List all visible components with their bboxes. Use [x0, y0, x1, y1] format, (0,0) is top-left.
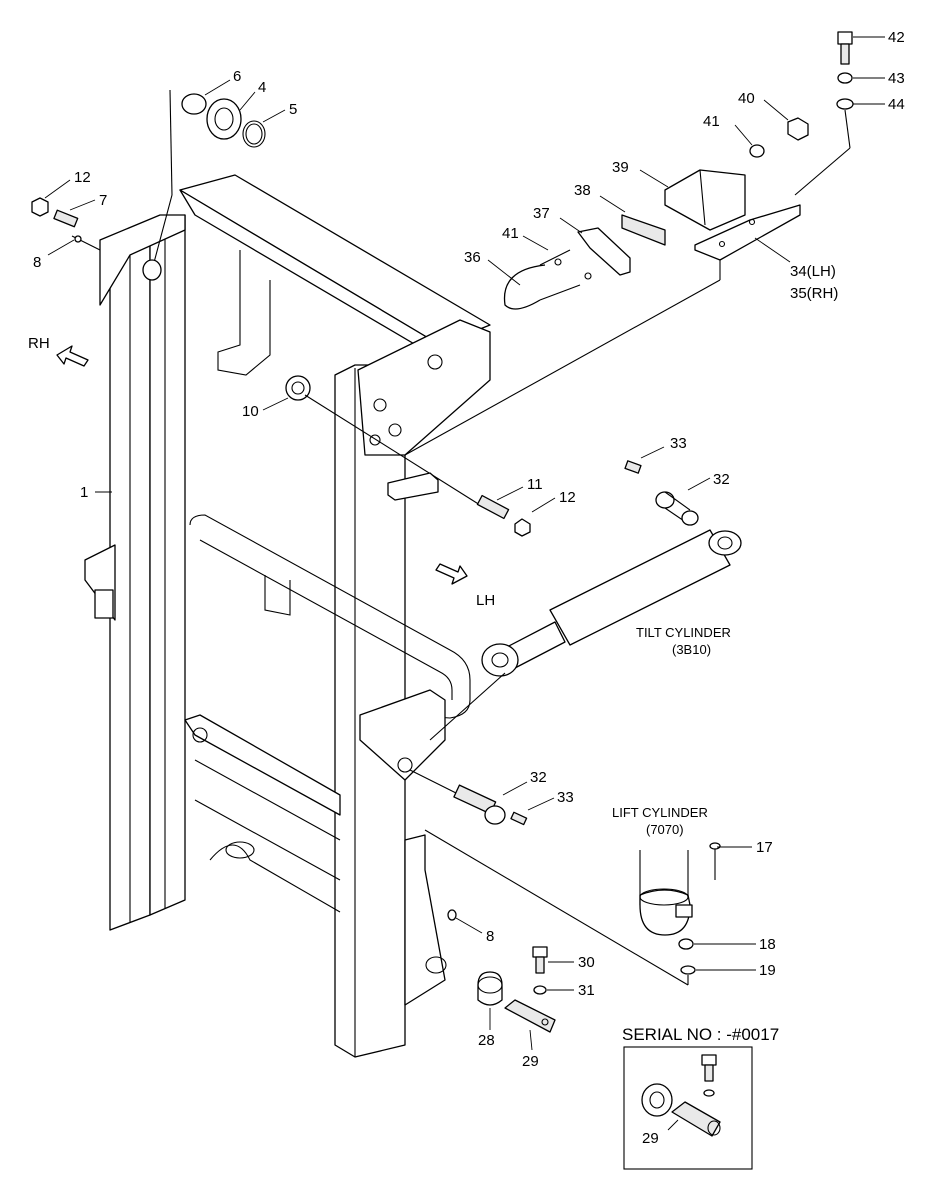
- label-40: 40: [738, 90, 755, 107]
- label-18: 18: [759, 936, 776, 953]
- label-30: 30: [578, 954, 595, 971]
- label-28: 28: [478, 1032, 495, 1049]
- roller-10: [285, 375, 531, 537]
- label-33b: 33: [557, 789, 574, 806]
- label-42: 42: [888, 29, 905, 46]
- part-numbers: 6 4 5 12 7 8 1 10 11 12 33 32 32 33 17 1…: [33, 29, 905, 1147]
- tilt-cylinder: [429, 460, 742, 741]
- label-10: 10: [242, 403, 259, 420]
- serial-label: SERIAL NO : -#0017: [622, 1025, 779, 1044]
- label-29b: 29: [642, 1130, 659, 1147]
- lift-cylinder-code: (7070): [646, 822, 684, 837]
- direction-lh: LH: [435, 563, 495, 609]
- label-43: 43: [888, 70, 905, 87]
- lift-cylinder: [424, 829, 721, 986]
- label-19: 19: [759, 962, 776, 979]
- upper-right-bracket-parts: [387, 31, 854, 501]
- label-1: 1: [80, 484, 88, 501]
- label-35: 35(RH): [790, 285, 838, 302]
- lift-cylinder-label: LIFT CYLINDER: [612, 805, 708, 820]
- label-8b: 8: [486, 928, 494, 945]
- label-7: 7: [99, 192, 107, 209]
- callouts: TILT CYLINDER (3B10) LIFT CYLINDER (7070…: [612, 625, 731, 837]
- lower-pin-32: [409, 769, 528, 826]
- label-41b: 41: [703, 113, 720, 130]
- label-44: 44: [888, 96, 905, 113]
- serial-inset: SERIAL NO : -#0017: [622, 1025, 779, 1170]
- label-29a: 29: [522, 1053, 539, 1070]
- label-41a: 41: [502, 225, 519, 242]
- label-5: 5: [289, 101, 297, 118]
- lower-parts: [447, 909, 556, 1033]
- label-6: 6: [233, 68, 241, 85]
- lh-label: LH: [476, 592, 495, 609]
- label-38: 38: [574, 182, 591, 199]
- label-17: 17: [756, 839, 773, 856]
- label-39: 39: [612, 159, 629, 176]
- rh-label: RH: [28, 335, 50, 352]
- label-36: 36: [464, 249, 481, 266]
- label-4: 4: [258, 79, 266, 96]
- leader-lines: [44, 36, 885, 1131]
- label-33a: 33: [670, 435, 687, 452]
- direction-rh: RH: [28, 335, 89, 367]
- label-31: 31: [578, 982, 595, 999]
- label-32b: 32: [530, 769, 547, 786]
- upper-left-parts: [31, 89, 266, 281]
- label-37: 37: [533, 205, 550, 222]
- tilt-cylinder-label: TILT CYLINDER: [636, 625, 731, 640]
- mast-frame: [84, 174, 491, 1058]
- tilt-cylinder-code: (3B10): [672, 642, 711, 657]
- label-34: 34(LH): [790, 263, 836, 280]
- label-12a: 12: [74, 169, 91, 186]
- label-12b: 12: [559, 489, 576, 506]
- label-11: 11: [527, 476, 543, 493]
- label-8a: 8: [33, 254, 41, 271]
- label-32a: 32: [713, 471, 730, 488]
